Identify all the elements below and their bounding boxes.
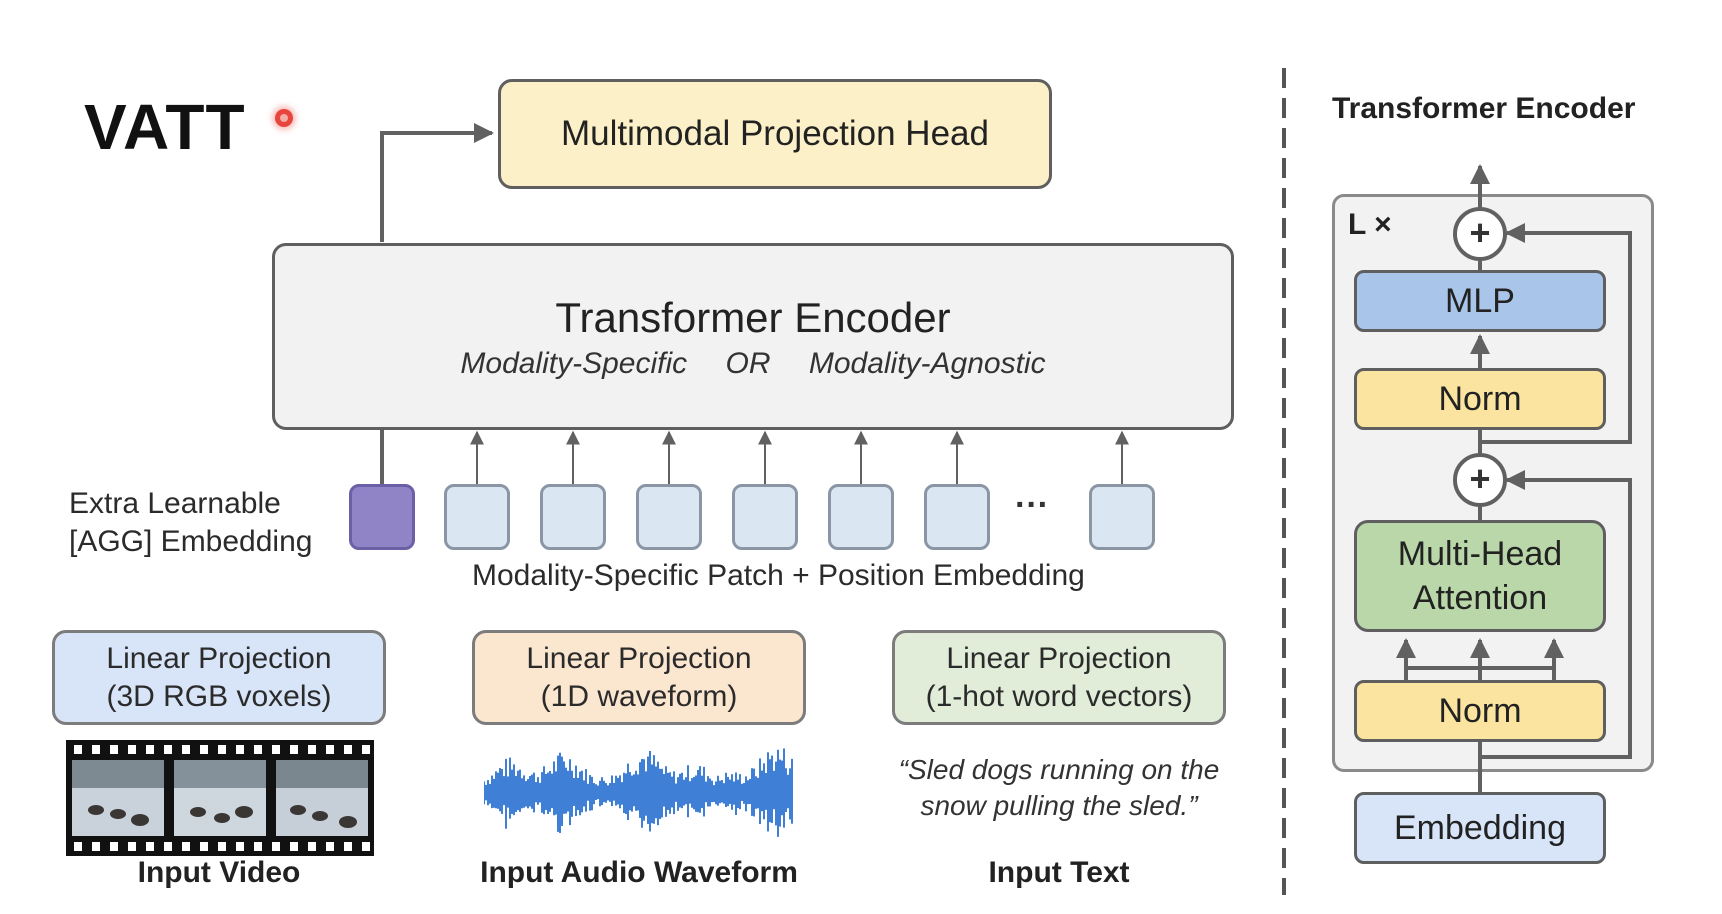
token-ellipsis: ··· bbox=[1015, 486, 1049, 524]
residual-add-bottom bbox=[1453, 453, 1507, 507]
patch-token bbox=[444, 484, 510, 550]
input-text-label: Input Text bbox=[988, 856, 1130, 889]
encoder-options: Modality-Specific OR Modality-Agnostic bbox=[460, 347, 1045, 381]
multi-head-attention-block: Multi-Head Attention bbox=[1354, 520, 1606, 632]
repeat-label: L × bbox=[1348, 208, 1392, 241]
agg-token bbox=[349, 484, 415, 550]
record-dot-icon bbox=[275, 109, 293, 127]
input-video-label: Input Video bbox=[137, 856, 301, 889]
encoder-option-or: OR bbox=[725, 346, 771, 380]
encoder-title: Transformer Encoder bbox=[555, 293, 951, 341]
audio-waveform-icon bbox=[484, 748, 793, 837]
norm-top-block: Norm bbox=[1354, 368, 1606, 430]
agg-label-line2: [AGG] Embedding bbox=[69, 525, 313, 558]
linear-projection-text: Linear Projection (1-hot word vectors) bbox=[892, 630, 1226, 725]
patch-token bbox=[1089, 484, 1155, 550]
detail-title: Transformer Encoder bbox=[1332, 92, 1636, 125]
plus-top-label: + bbox=[1469, 212, 1491, 253]
encoder-option-specific: Modality-Specific bbox=[460, 346, 688, 380]
input-text-line2: snow pulling the sled.” bbox=[920, 790, 1198, 821]
patch-token bbox=[924, 484, 990, 550]
patch-embedding-caption: Modality-Specific Patch + Position Embed… bbox=[472, 559, 1085, 592]
patch-token bbox=[732, 484, 798, 550]
plus-bottom-label: + bbox=[1469, 458, 1491, 499]
encoder-option-agnostic: Modality-Agnostic bbox=[808, 346, 1046, 380]
input-audio-label: Input Audio Waveform bbox=[480, 856, 798, 889]
encoder-to-head-arrow bbox=[380, 123, 494, 242]
residual-add-top bbox=[1453, 207, 1507, 261]
patch-token bbox=[636, 484, 702, 550]
mlp-block: MLP bbox=[1354, 270, 1606, 332]
film-strip-icon bbox=[66, 740, 374, 856]
diagram-title: VATT bbox=[84, 91, 246, 163]
transformer-encoder: Transformer Encoder Modality-Specific OR… bbox=[272, 243, 1234, 430]
linear-projection-video: Linear Projection (3D RGB voxels) bbox=[52, 630, 386, 725]
patch-token bbox=[828, 484, 894, 550]
norm-bottom-block: Norm bbox=[1354, 680, 1606, 742]
multimodal-projection-head: Multimodal Projection Head bbox=[498, 79, 1052, 189]
agg-label-line1: Extra Learnable bbox=[69, 487, 281, 520]
input-text-line1: “Sled dogs running on the bbox=[898, 754, 1220, 785]
linear-projection-audio: Linear Projection (1D waveform) bbox=[472, 630, 806, 725]
embedding-block: Embedding bbox=[1354, 792, 1606, 864]
projection-head-label: Multimodal Projection Head bbox=[561, 114, 989, 153]
patch-token bbox=[540, 484, 606, 550]
